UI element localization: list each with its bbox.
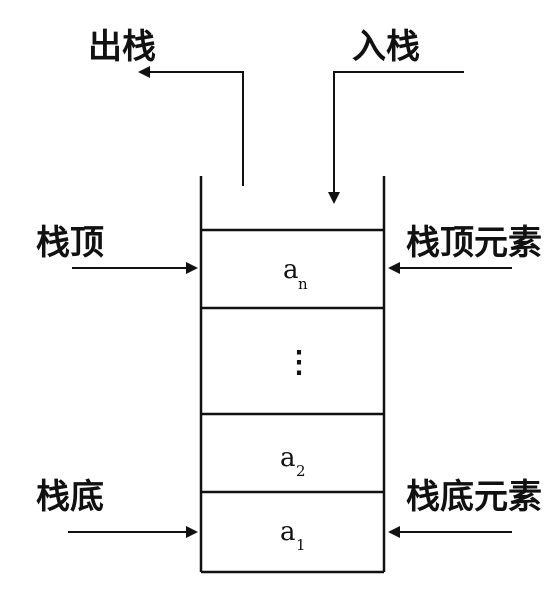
label-bottom-element: 栈底元素 xyxy=(406,477,542,517)
stack-cell-ellipsis: ⋮ xyxy=(284,345,314,380)
stack-cell-an: a n xyxy=(283,255,308,293)
stack-cell-a1: a 1 xyxy=(280,517,306,554)
label-pop: 出栈 xyxy=(88,27,156,67)
push-arrow-path xyxy=(328,71,464,204)
stack-cell-a2: a 2 xyxy=(280,443,306,480)
pop-arrow-path xyxy=(138,66,244,186)
cell-a1-base: a xyxy=(280,517,296,547)
cell-an-sub: n xyxy=(298,275,308,293)
label-top: 栈顶 xyxy=(36,223,104,263)
cell-ellipsis: ⋮ xyxy=(284,345,314,380)
label-top-element: 栈顶元素 xyxy=(406,223,542,263)
cell-an-base: a xyxy=(283,255,299,285)
cell-a2-sub: 2 xyxy=(296,462,306,480)
pop-arrow xyxy=(138,66,244,186)
label-push: 入栈 xyxy=(352,27,420,67)
push-arrow xyxy=(328,71,464,204)
stack-container xyxy=(199,176,386,574)
cell-a2-base: a xyxy=(280,443,296,473)
cell-a1-sub: 1 xyxy=(296,536,306,554)
label-bottom: 栈底 xyxy=(36,477,104,517)
